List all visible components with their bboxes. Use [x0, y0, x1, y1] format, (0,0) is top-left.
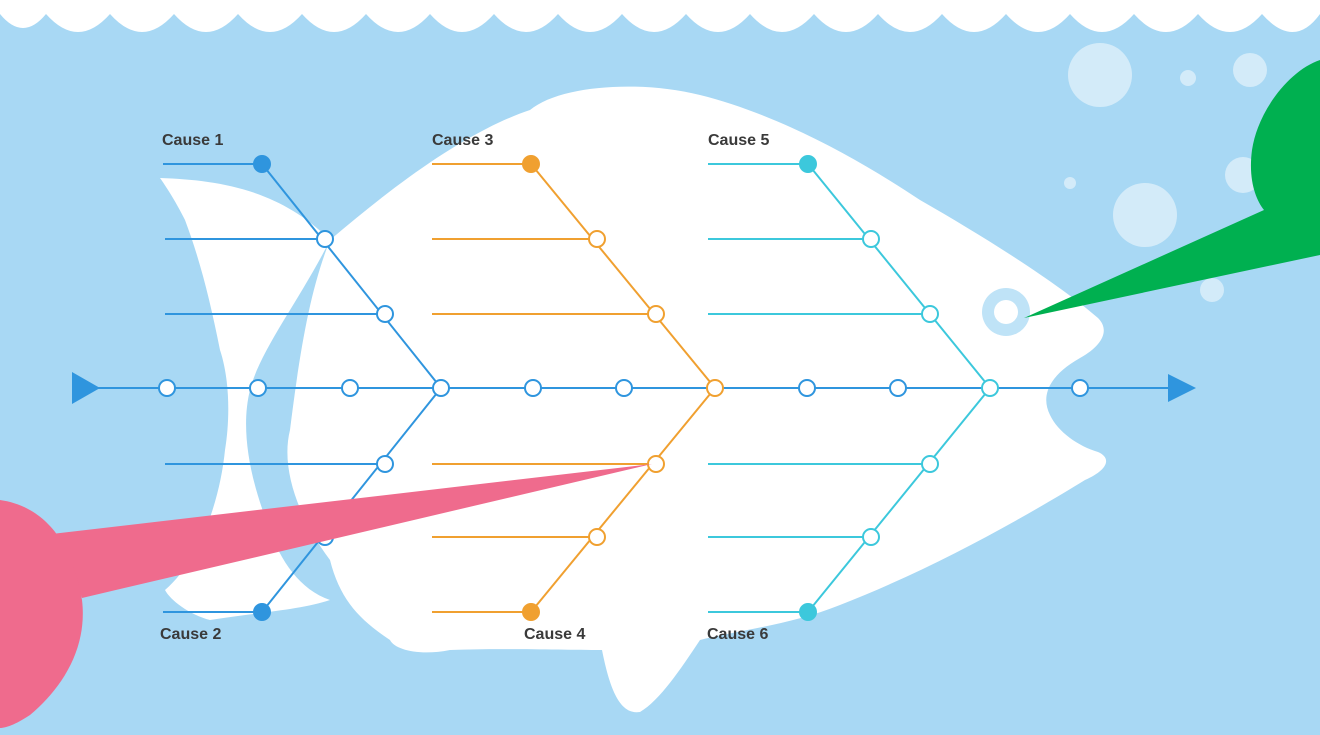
cause-6-label: Cause 6: [707, 626, 768, 644]
cause-3-label: Cause 3: [432, 132, 493, 150]
cause-2-label: Cause 2: [160, 626, 221, 644]
fish-eye: [982, 288, 1030, 336]
cause-5-label: Cause 5: [708, 132, 769, 150]
cause-4-label: Cause 4: [524, 626, 585, 644]
cause-1-label: Cause 1: [162, 132, 223, 150]
